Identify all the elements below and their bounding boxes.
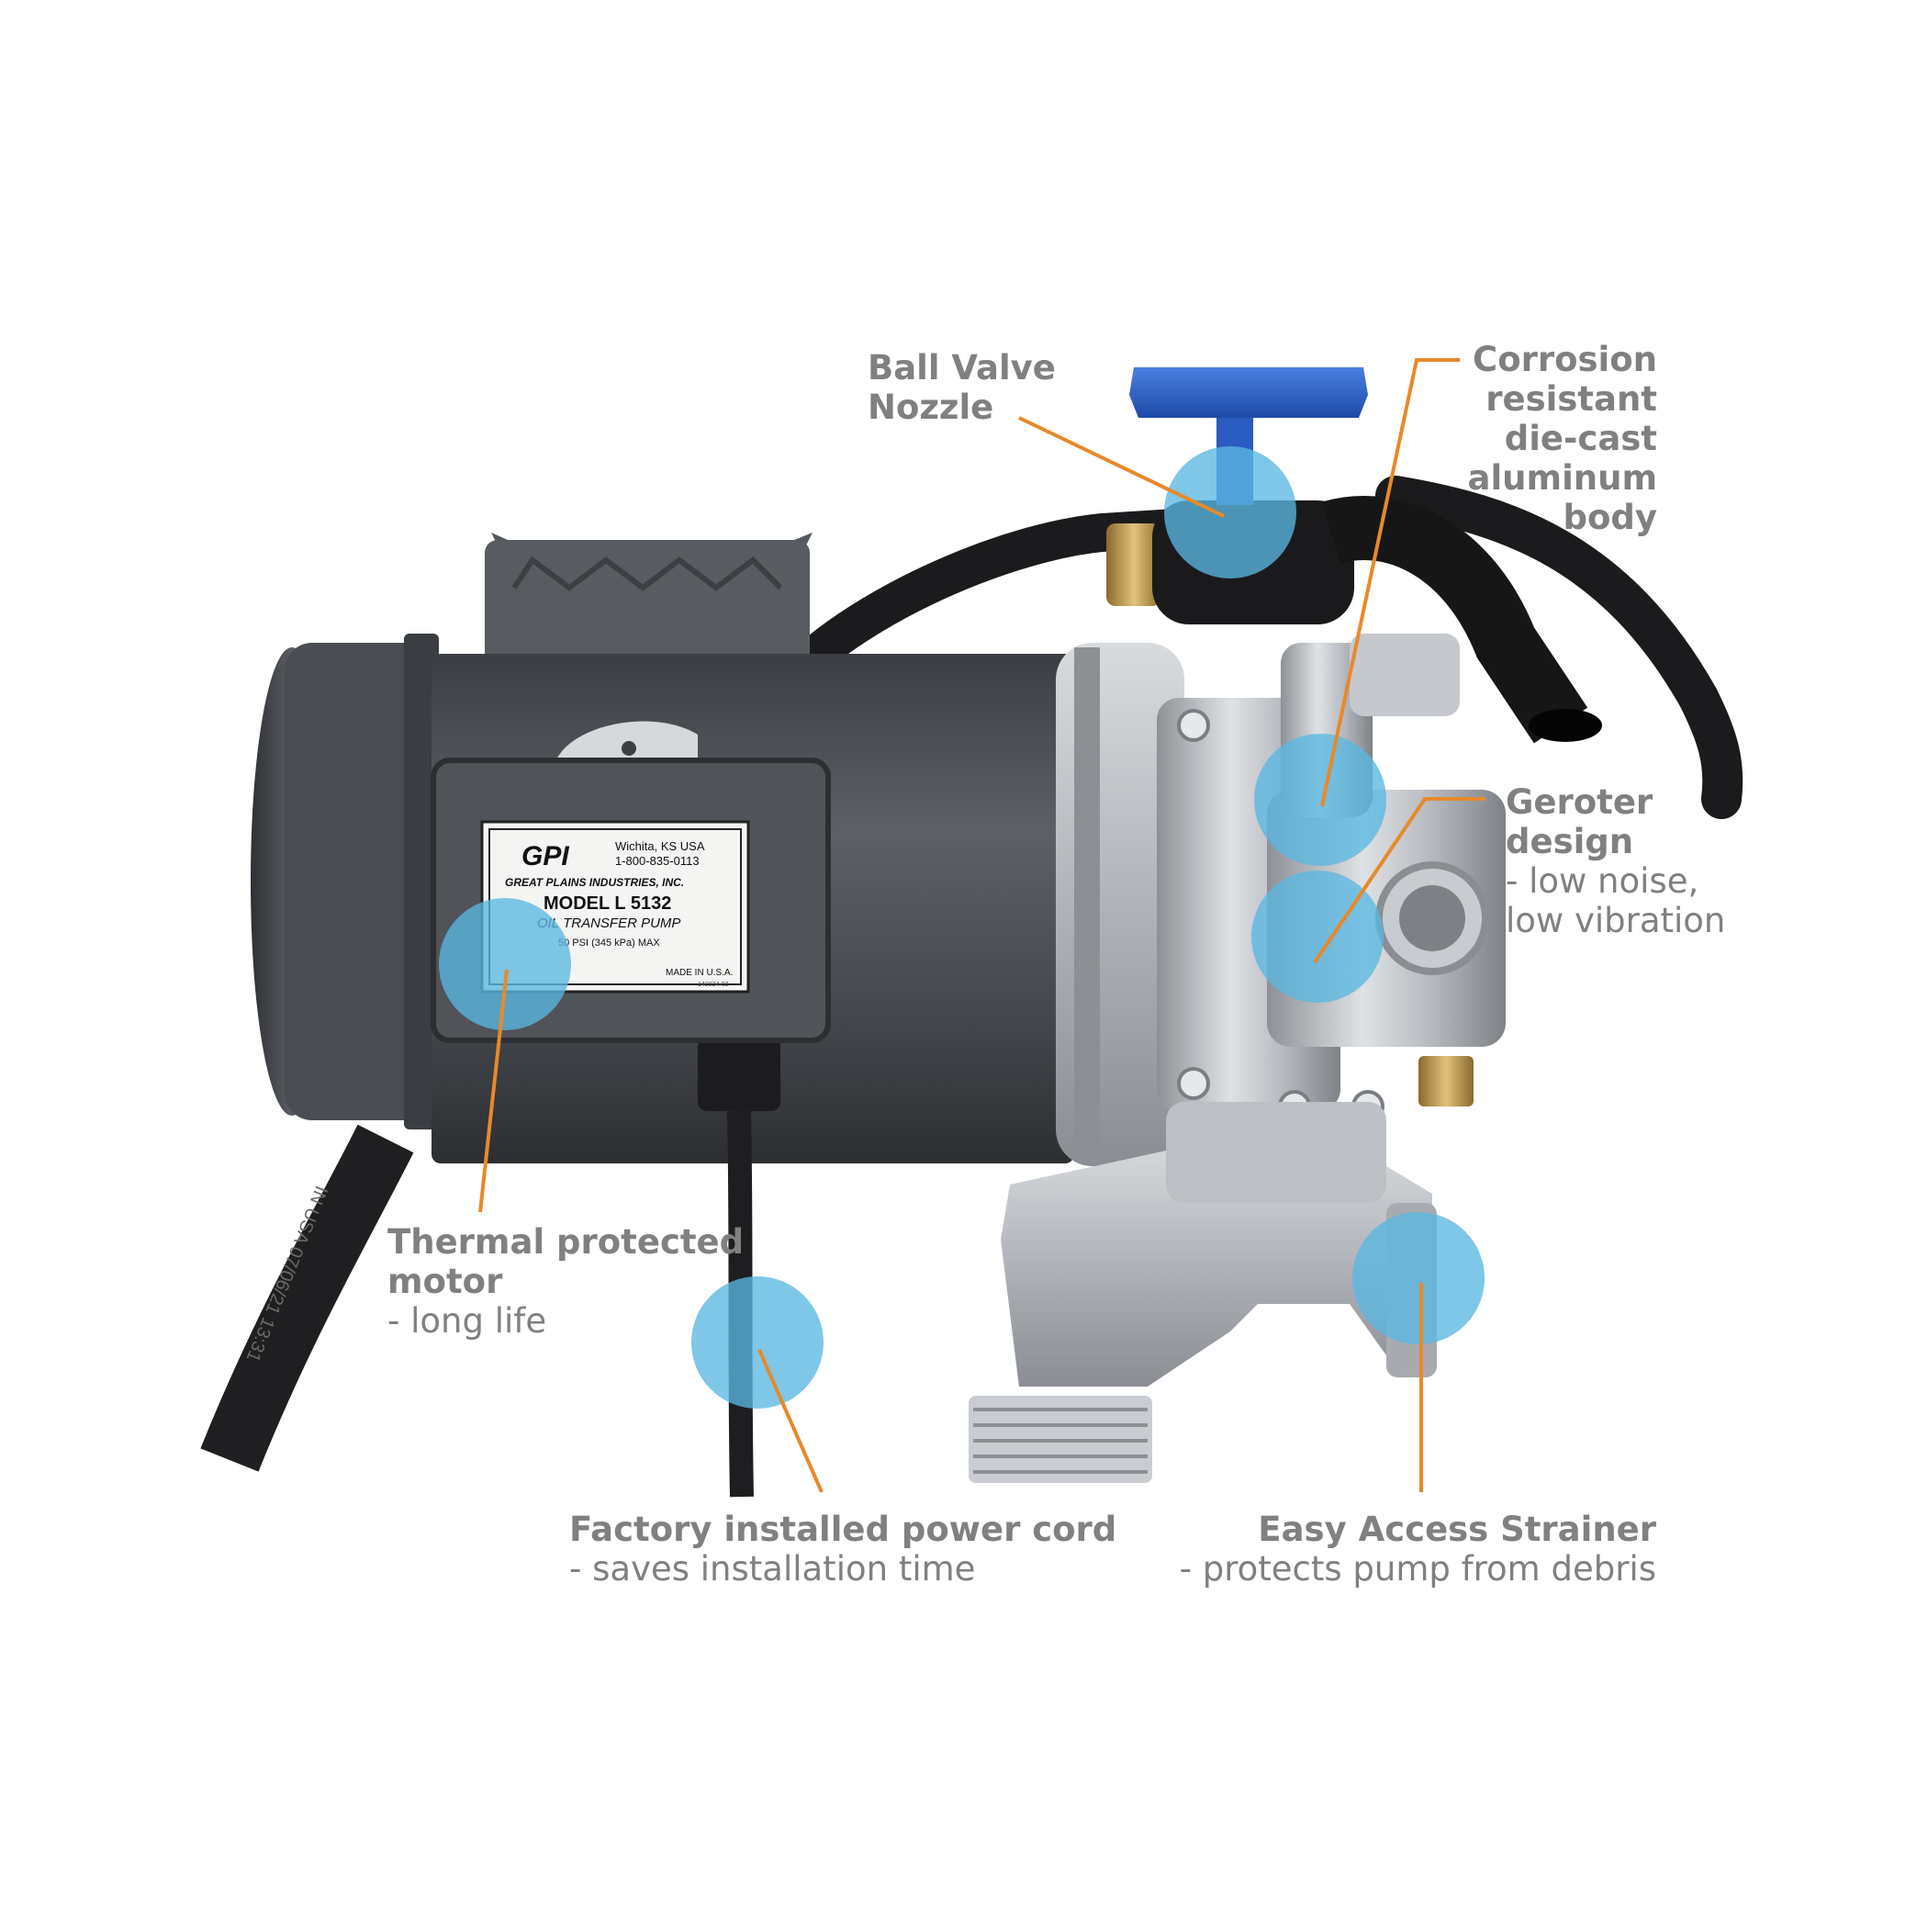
- brass-plug: [1418, 1056, 1474, 1106]
- label-pressure: 50 PSI (345 kPa) MAX: [558, 938, 660, 949]
- inlet-threads: [973, 1408, 1148, 1474]
- callout-corrosion-title: Corrosion resistant die-cast aluminum bo…: [1467, 340, 1657, 537]
- outlet-hose-right: [1375, 476, 1743, 819]
- supply-cable: [200, 1124, 414, 1472]
- hotspots: [439, 446, 1485, 1409]
- label-company: GREAT PLAINS INDUSTRIES, INC.: [505, 876, 684, 889]
- callout-strainer-title: Easy Access Strainer: [1258, 1510, 1656, 1549]
- junction-box-ribs: [511, 556, 783, 591]
- callout-ball-valve-title: Ball Valve Nozzle: [868, 348, 1056, 427]
- callout-power-cord-sub: - saves installation time: [569, 1549, 976, 1589]
- leader-power-cord: [757, 1349, 824, 1493]
- flange-edge: [1074, 647, 1100, 1162]
- label-part-no: 142024-02: [698, 982, 729, 988]
- leader-body: [1320, 358, 1460, 807]
- label-model: MODEL L 5132: [544, 893, 671, 914]
- strainer-body: [1166, 1102, 1386, 1203]
- callout-ball-valve: Ball Valve Nozzle: [868, 348, 1056, 427]
- spout-opening: [1529, 709, 1602, 742]
- bracket-hole: [622, 741, 636, 756]
- hotspot-body[interactable]: [1254, 734, 1386, 866]
- callout-thermal-sub: - long life: [387, 1301, 547, 1341]
- callout-strainer: Easy Access Strainer - protects pump fro…: [1180, 1510, 1656, 1589]
- callout-power-cord: Factory installed power cord - saves ins…: [569, 1510, 1116, 1589]
- pump-port-bore: [1399, 885, 1465, 951]
- motor-endcap-ring: [285, 643, 432, 1120]
- label-location: Wichita, KS USA: [615, 839, 705, 853]
- leader-ball-valve: [1018, 416, 1225, 518]
- leader-lines: [478, 358, 1485, 1493]
- hotspot-motor[interactable]: [439, 898, 571, 1030]
- callout-thermal: Thermal protected motor - long life: [387, 1222, 744, 1341]
- hotspot-ball-valve[interactable]: [1164, 446, 1296, 578]
- valve-brass-nut: [1106, 523, 1161, 606]
- junction-box-body: [485, 540, 810, 668]
- callout-geroter: Geroter design - low noise, low vibratio…: [1506, 782, 1725, 940]
- outlet-hose: [789, 509, 1194, 680]
- callout-strainer-sub: - protects pump from debris: [1179, 1549, 1656, 1589]
- callout-power-cord-title: Factory installed power cord: [569, 1510, 1117, 1549]
- riser-fitting: [1350, 634, 1460, 716]
- label-product: OIL TRANSFER PUMP: [537, 915, 680, 931]
- leader-geroter: [1313, 797, 1485, 964]
- label-phone: 1-800-835-0113: [615, 854, 700, 868]
- valve-spout: [1322, 496, 1588, 744]
- callout-thermal-title: Thermal protected motor: [387, 1222, 745, 1301]
- leader-motor: [478, 969, 509, 1213]
- label-brand: GPI: [521, 841, 569, 871]
- hotspot-geroter[interactable]: [1251, 871, 1384, 1003]
- cord-gland: [698, 1038, 780, 1111]
- valve-handle: [1129, 367, 1368, 418]
- callout-geroter-title: Geroter design: [1506, 782, 1653, 861]
- callout-geroter-sub: - low noise, low vibration: [1506, 861, 1726, 940]
- label-made-in: MADE IN U.S.A.: [666, 968, 733, 978]
- hotspot-strainer[interactable]: [1352, 1212, 1485, 1344]
- callout-corrosion: Corrosion resistant die-cast aluminum bo…: [1468, 340, 1657, 537]
- motor-flange-left: [404, 634, 439, 1129]
- hotspot-power-cord[interactable]: [691, 1276, 824, 1409]
